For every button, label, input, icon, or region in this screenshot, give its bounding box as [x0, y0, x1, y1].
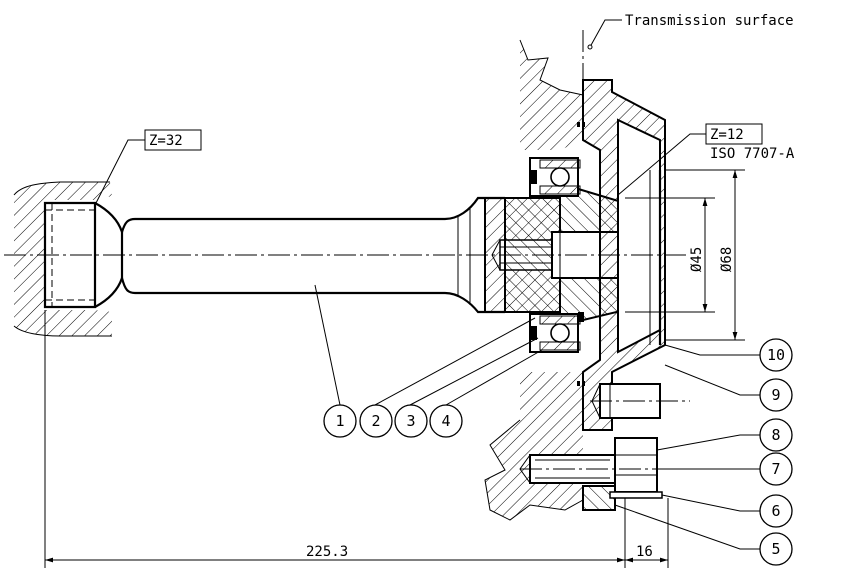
offset-label: 16 — [636, 544, 653, 560]
balloon-9: 9 — [759, 378, 793, 412]
balloon-10: 10 — [759, 338, 793, 372]
balloon-8: 8 — [759, 418, 793, 452]
transmission-surface-label: Transmission surface — [625, 13, 794, 29]
balloon-2-number: 2 — [371, 412, 380, 430]
balloon-5: 5 — [759, 532, 793, 566]
balloon-1: 1 — [323, 404, 357, 438]
balloon-4-number: 4 — [441, 412, 450, 430]
dia-68-label: Ø68 — [719, 247, 735, 272]
balloon-10-number: 10 — [767, 346, 785, 364]
z12-callout: Z=12 ISO 7707-A — [617, 123, 795, 196]
dimension-diameter-68: Ø68 — [665, 169, 745, 341]
z32-label: Z=32 — [149, 133, 183, 149]
stud-and-nut — [519, 437, 663, 499]
balloon-2: 2 — [359, 404, 393, 438]
z12-label: Z=12 — [710, 127, 744, 143]
balloon-6-number: 6 — [771, 502, 780, 520]
balloon-leaders — [314, 284, 760, 550]
balloon-4: 4 — [429, 404, 463, 438]
z32-callout: Z=32 — [94, 129, 202, 206]
balloon-5-number: 5 — [771, 540, 780, 558]
bearing-lower — [529, 312, 584, 353]
balloon-1-number: 1 — [335, 412, 344, 430]
dia-45-label: Ø45 — [689, 247, 705, 272]
balloon-6: 6 — [759, 494, 793, 528]
iso-spec-label: ISO 7707-A — [710, 146, 795, 162]
balloon-3: 3 — [394, 404, 428, 438]
balloon-8-number: 8 — [771, 426, 780, 444]
balloon-7-number: 7 — [771, 460, 780, 478]
length-label: 225.3 — [306, 544, 348, 560]
dimension-diameter-45: Ø45 — [625, 197, 715, 313]
shaft-left-spline — [43, 201, 124, 309]
balloon-3-number: 3 — [406, 412, 415, 430]
balloon-9-number: 9 — [771, 386, 780, 404]
balloon-7: 7 — [759, 452, 793, 486]
transmission-surface-callout: Transmission surface — [587, 13, 794, 50]
bearing-upper — [529, 157, 581, 197]
dimension-length: 225.3 16 — [44, 310, 669, 568]
